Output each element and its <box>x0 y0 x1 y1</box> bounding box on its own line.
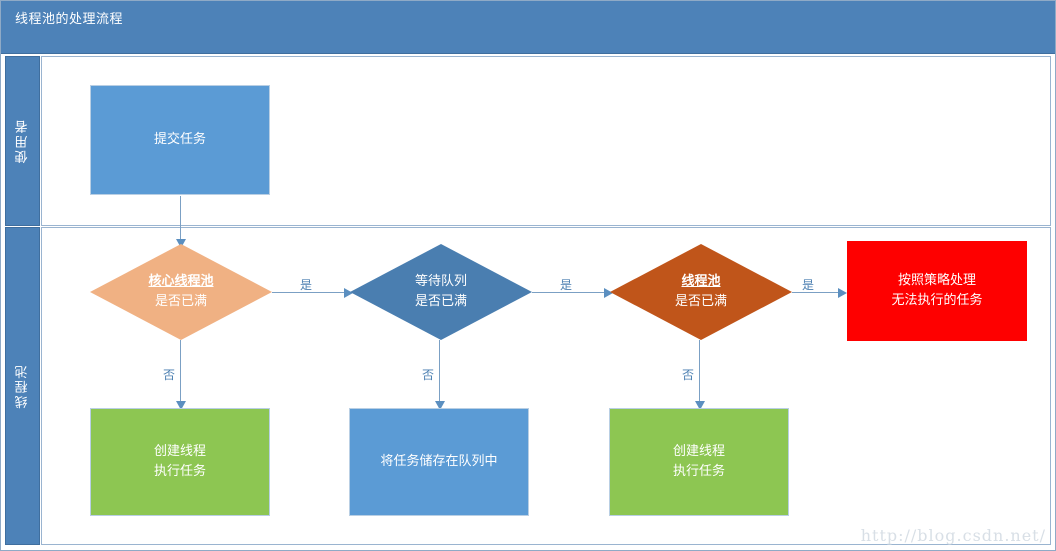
connector-core-to-queue <box>272 292 346 293</box>
title-bar: 线程池的处理流程 <box>1 1 1055 33</box>
node-create-thread-2-line2: 执行任务 <box>672 464 725 479</box>
arrowhead-pool-to-reject <box>838 288 847 298</box>
connector-submit-to-core <box>180 196 181 244</box>
edge-label-yes-1: 是 <box>300 278 313 292</box>
node-store-in-queue[interactable]: 将任务储存在队列中 <box>349 408 529 516</box>
node-queue-full-line1: 等待队列 <box>414 274 467 289</box>
edge-label-no-3: 否 <box>682 368 695 382</box>
edge-label-no-2: 否 <box>422 368 435 382</box>
connector-pool-to-create2 <box>699 340 700 406</box>
node-thread-pool-full-line2: 是否已满 <box>674 294 727 309</box>
node-reject-policy[interactable]: 按照策略处理 无法执行的任务 <box>847 241 1027 341</box>
node-reject-policy-line1: 按照策略处理 <box>897 273 976 288</box>
node-create-thread-1-line2: 执行任务 <box>153 464 206 479</box>
connector-queue-to-store <box>439 340 440 406</box>
node-core-pool-full-line2: 是否已满 <box>154 294 207 309</box>
diagram-title: 线程池的处理流程 <box>15 12 124 27</box>
arrowhead-queue-to-store <box>435 401 445 410</box>
node-create-thread-2[interactable]: 创建线程 执行任务 <box>609 408 789 516</box>
connector-pool-to-reject <box>792 292 844 293</box>
lane-label-pool: 线程池 <box>5 227 40 545</box>
node-create-thread-2-line1: 创建线程 <box>672 444 725 459</box>
edge-label-no-1: 否 <box>163 368 176 382</box>
lane-label-user-text: 使用者 <box>15 118 30 164</box>
node-create-thread-1-line1: 创建线程 <box>153 444 206 459</box>
arrowhead-queue-to-pool <box>604 288 613 298</box>
arrowhead-pool-to-create2 <box>695 401 705 410</box>
node-submit-task[interactable]: 提交任务 <box>90 85 270 195</box>
node-core-pool-full-line1: 核心线程池 <box>148 274 214 289</box>
node-reject-policy-line2: 无法执行的任务 <box>891 293 983 308</box>
connector-queue-to-pool <box>532 292 606 293</box>
title-subband <box>1 33 1055 54</box>
connector-core-to-create1 <box>180 340 181 406</box>
node-store-in-queue-label: 将任务储存在队列中 <box>380 454 498 469</box>
edge-label-yes-3: 是 <box>802 278 815 292</box>
arrowhead-submit-to-core <box>176 239 186 248</box>
edge-label-yes-2: 是 <box>560 278 573 292</box>
node-submit-task-label: 提交任务 <box>153 132 206 147</box>
node-thread-pool-full-line1: 线程池 <box>681 274 721 289</box>
arrowhead-core-to-queue <box>344 288 353 298</box>
lane-label-pool-text: 线程池 <box>15 363 30 409</box>
node-queue-full-line2: 是否已满 <box>414 294 467 309</box>
watermark: http://blog.csdn.net/ <box>860 526 1046 545</box>
arrowhead-core-to-create1 <box>176 401 186 410</box>
node-create-thread-1[interactable]: 创建线程 执行任务 <box>90 408 270 516</box>
lane-label-user: 使用者 <box>5 56 40 226</box>
